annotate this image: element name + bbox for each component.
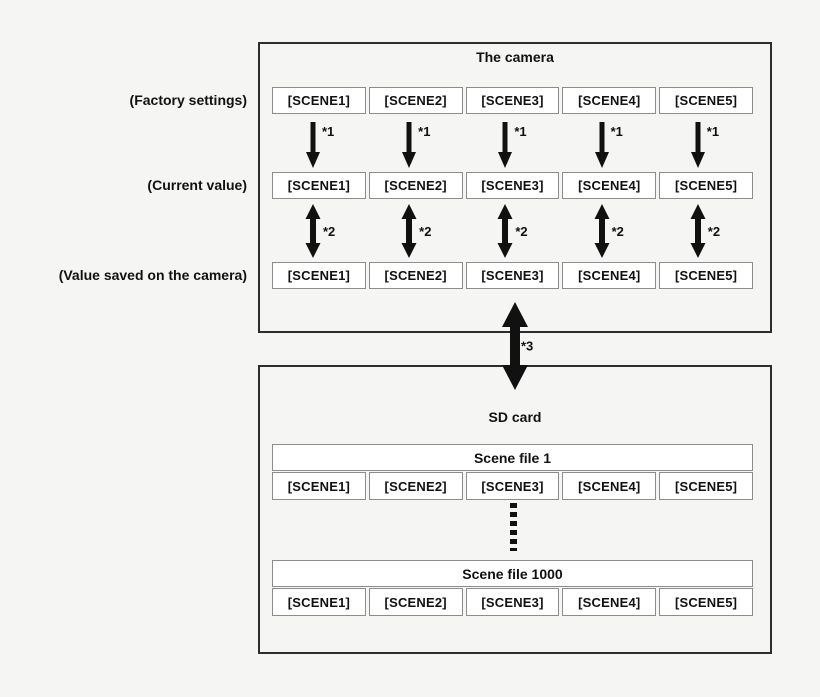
scene-cell: [SCENE5] [659,262,753,289]
double-arrow-icon [305,204,321,258]
down-arrow-icon [305,122,320,168]
scene-cell: [SCENE5] [659,172,753,199]
double-arrow-icon [594,204,610,258]
note-1-label: *1 [418,124,431,139]
scene-cell: [SCENE2] [368,262,463,289]
arrow-slot: *2 [368,204,464,258]
note-2-label: *2 [515,223,528,239]
factory-to-current-arrows: *1 *1 *1 *1 *1 [272,122,753,168]
scene-file-1-header: Scene file 1 [272,444,753,471]
note-1-label: *1 [610,124,623,139]
scene-cell: [SCENE4] [562,87,657,114]
down-arrow-icon [402,122,417,168]
scene-cell: [SCENE1] [272,87,366,114]
scene-cell: [SCENE2] [368,588,463,616]
scene-cell: [SCENE5] [659,472,753,500]
arrow-slot: *2 [464,204,560,258]
row-label-current-value: (Current value) [147,177,247,193]
scene-cell: [SCENE3] [465,472,560,500]
sd-card-box: SD card Scene file 1 [SCENE1] [SCENE2] [… [258,365,772,654]
scene-cell: [SCENE1] [272,588,366,616]
down-arrow-icon [594,122,609,168]
scene-cell: [SCENE1] [272,262,366,289]
arrow-slot: *2 [657,204,753,258]
camera-box: The camera [SCENE1] [SCENE2] [SCENE3] [S… [258,42,772,333]
scene-cell: [SCENE3] [465,172,560,199]
arrow-slot: *1 [272,122,368,168]
scene-cell: [SCENE4] [562,472,657,500]
double-arrow-icon [497,204,513,258]
scene-cell: [SCENE3] [465,262,560,289]
sd-card-title: SD card [488,409,542,425]
note-2-label: *2 [611,223,624,239]
note-2-label: *2 [322,223,336,239]
arrow-slot: *1 [561,122,657,168]
note-3-label: *3 [521,338,534,354]
note-1-label: *1 [706,124,720,139]
arrow-slot: *1 [368,122,464,168]
camera-sd-double-arrow-icon [502,302,528,390]
row-label-factory-settings: (Factory settings) [129,92,247,108]
saved-value-row: [SCENE1] [SCENE2] [SCENE3] [SCENE4] [SCE… [272,262,753,289]
double-arrow-icon [690,204,706,258]
scene-cell: [SCENE4] [562,588,657,616]
scene-cell: [SCENE5] [659,588,753,616]
scene-cell: [SCENE4] [562,262,657,289]
scene-file-1000-row: [SCENE1] [SCENE2] [SCENE3] [SCENE4] [SCE… [272,588,753,616]
factory-settings-row: [SCENE1] [SCENE2] [SCENE3] [SCENE4] [SCE… [272,87,753,114]
scene-cell: [SCENE2] [368,87,463,114]
camera-box-title: The camera [476,49,554,65]
scene-file-1000-header: Scene file 1000 [272,560,753,587]
scene-file-1-row: [SCENE1] [SCENE2] [SCENE3] [SCENE4] [SCE… [272,472,753,500]
arrow-slot: *2 [272,204,368,258]
note-2-label: *2 [707,223,721,239]
arrow-slot: *1 [657,122,753,168]
current-value-row: [SCENE1] [SCENE2] [SCENE3] [SCENE4] [SCE… [272,172,753,199]
scene-cell: [SCENE1] [272,172,366,199]
down-arrow-icon [690,122,705,168]
scene-cell: [SCENE1] [272,472,366,500]
scene-cell: [SCENE3] [465,87,560,114]
scene-cell: [SCENE5] [659,87,753,114]
scene-cell: [SCENE2] [368,472,463,500]
double-arrow-icon [401,204,417,258]
scene-cell: [SCENE3] [465,588,560,616]
down-arrow-icon [498,122,513,168]
ellipsis-dotted-line [510,503,517,551]
camera-sd-connector: *3 [501,302,533,390]
arrow-slot: *2 [561,204,657,258]
row-label-value-saved: (Value saved on the camera) [58,267,247,283]
scene-cell: [SCENE2] [368,172,463,199]
note-1-label: *1 [321,124,335,139]
current-to-saved-arrows: *2 *2 *2 *2 *2 [272,204,753,258]
note-2-label: *2 [419,223,432,239]
note-1-label: *1 [514,124,527,139]
scene-cell: [SCENE4] [562,172,657,199]
arrow-slot: *1 [464,122,560,168]
